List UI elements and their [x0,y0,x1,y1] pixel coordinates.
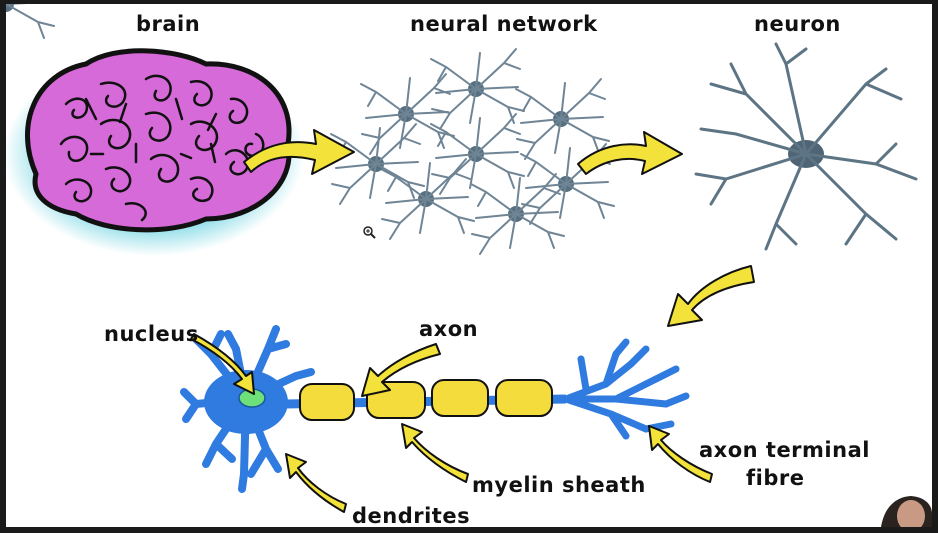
label-myelin-sheath: myelin sheath [472,473,646,497]
label-neural-network: neural network [410,12,598,36]
label-nucleus: nucleus [104,322,199,346]
label-axon: axon [419,317,479,341]
myelin-segment [495,379,553,417]
presenter-thumbnail [881,496,932,527]
diagram-canvas: brain neural network neuron nucleus axon… [6,4,932,527]
label-neuron: neuron [754,12,841,36]
arrows [243,129,755,327]
label-dendrites: dendrites [352,504,471,527]
neural-network-illustration [6,4,615,255]
label-axon-terminal: axon terminal [699,438,870,462]
neuron-diagram [180,325,690,493]
diagram-artwork [6,4,932,527]
label-brain: brain [136,12,201,36]
zoom-in-icon[interactable] [363,226,376,239]
neuron-illustration [694,42,918,251]
label-fibre: fibre [746,466,805,490]
brain-illustration [6,48,304,256]
myelin-segment [431,379,489,417]
pointer-arrows [190,333,713,513]
myelin-segment [299,383,355,421]
